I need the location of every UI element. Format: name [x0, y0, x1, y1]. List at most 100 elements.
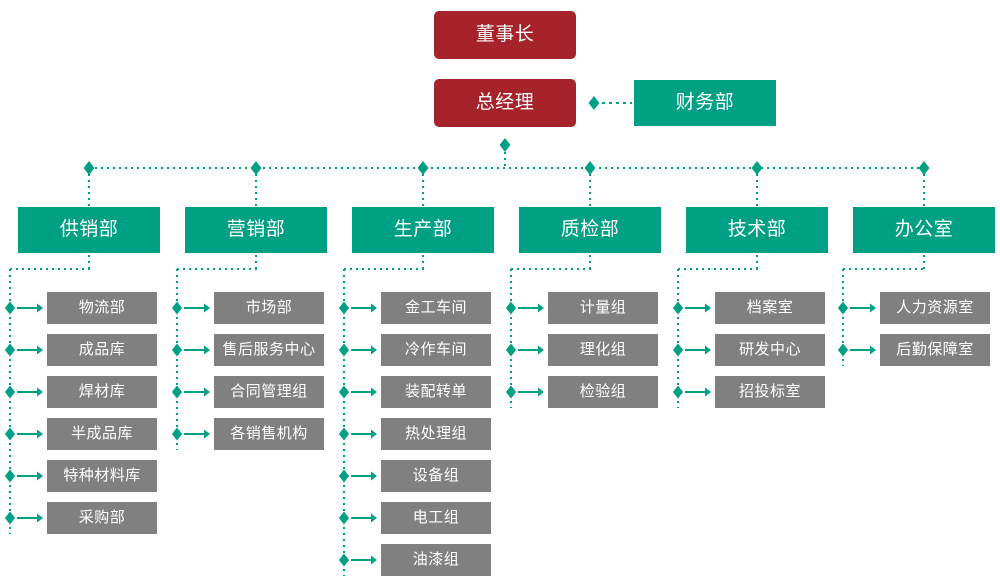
- node-marketing[interactable]: 营销部: [185, 207, 327, 253]
- node-office-label: 办公室: [894, 218, 954, 240]
- node-supply-sales-child-2[interactable]: 焊材库: [47, 376, 157, 408]
- node-production[interactable]: 生产部: [352, 207, 494, 253]
- connector-diamond-marketing-0: [171, 301, 183, 315]
- node-quality-inspection-child-2-label: 检验组: [579, 382, 627, 400]
- connector-diamond-production-0: [338, 301, 350, 315]
- node-supply-sales-child-2-label: 焊材库: [78, 382, 126, 400]
- node-production-child-0-label: 金工车间: [404, 298, 467, 316]
- connector-arrow-quality-inspection-1: [518, 345, 544, 355]
- node-supply-sales-child-1-label: 成品库: [78, 340, 126, 358]
- node-production-child-1[interactable]: 冷作车间: [381, 334, 491, 366]
- connector-arrow-marketing-1: [184, 345, 210, 355]
- node-production-child-2-label: 装配转单: [404, 382, 467, 400]
- connector-diamond-supply-sales-2: [4, 385, 16, 399]
- connector-diamond-production-6: [338, 553, 350, 567]
- node-general-manager[interactable]: 总经理: [434, 79, 576, 127]
- node-supply-sales-child-5[interactable]: 采购部: [47, 502, 157, 534]
- connector-diamond-technology-1: [672, 343, 684, 357]
- node-production-child-1-label: 冷作车间: [404, 340, 467, 358]
- connector-diamond-technology: [751, 161, 763, 175]
- connector-diamond-office-0: [837, 301, 849, 315]
- node-production-child-3-label: 热处理组: [404, 424, 467, 442]
- node-quality-inspection-label: 质检部: [560, 218, 620, 240]
- node-production-child-2[interactable]: 装配转单: [381, 376, 491, 408]
- node-production-child-4-label: 设备组: [412, 466, 460, 484]
- connector-diamond-technology-0: [672, 301, 684, 315]
- connector-arrow-marketing-3: [184, 429, 210, 439]
- node-general-manager-label: 总经理: [475, 91, 535, 113]
- connector-diamond-gm-bus: [499, 138, 511, 152]
- node-supply-sales-child-4[interactable]: 特种材料库: [47, 460, 157, 492]
- connector-diamond-production-5: [338, 511, 350, 525]
- node-supply-sales[interactable]: 供销部: [18, 207, 160, 253]
- connector-arrow-production-4: [351, 471, 377, 481]
- node-technology[interactable]: 技术部: [686, 207, 828, 253]
- node-marketing-label: 营销部: [226, 218, 286, 240]
- node-supply-sales-child-1[interactable]: 成品库: [47, 334, 157, 366]
- node-quality-inspection-child-1-label: 理化组: [579, 340, 627, 358]
- node-technology-child-0[interactable]: 档案室: [715, 292, 825, 324]
- node-chairman[interactable]: 董事长: [434, 11, 576, 59]
- node-technology-child-2[interactable]: 招投标室: [715, 376, 825, 408]
- node-production-child-3[interactable]: 热处理组: [381, 418, 491, 450]
- connector-arrow-marketing-2: [184, 387, 210, 397]
- connector-diamond-production-1: [338, 343, 350, 357]
- node-office-child-0[interactable]: 人力资源室: [880, 292, 990, 324]
- node-office-child-0-label: 人力资源室: [896, 298, 974, 316]
- node-quality-inspection-child-0[interactable]: 计量组: [548, 292, 658, 324]
- connector-arrow-technology-1: [685, 345, 711, 355]
- connector-diamond-production-4: [338, 469, 350, 483]
- node-supply-sales-child-0-label: 物流部: [78, 298, 126, 316]
- connector-diamond-marketing-1: [171, 343, 183, 357]
- node-production-child-6[interactable]: 油漆组: [381, 544, 491, 576]
- node-supply-sales-label: 供销部: [59, 218, 119, 240]
- connector-diamond-quality-inspection-0: [505, 301, 517, 315]
- connector-arrow-supply-sales-0: [17, 303, 43, 313]
- connector-diamond-production-2: [338, 385, 350, 399]
- connector-diamond-supply-sales: [83, 161, 95, 175]
- connector-arrow-production-6: [351, 555, 377, 565]
- connector-arrow-supply-sales-1: [17, 345, 43, 355]
- node-supply-sales-child-0[interactable]: 物流部: [47, 292, 157, 324]
- node-quality-inspection[interactable]: 质检部: [519, 207, 661, 253]
- node-production-label: 生产部: [393, 218, 453, 240]
- node-chairman-label: 董事长: [475, 23, 535, 45]
- connector-diamond-office: [918, 161, 930, 175]
- node-production-child-5-label: 电工组: [412, 508, 460, 526]
- node-office[interactable]: 办公室: [853, 207, 995, 253]
- connector-arrow-supply-sales-4: [17, 471, 43, 481]
- node-supply-sales-child-3[interactable]: 半成品库: [47, 418, 157, 450]
- node-marketing-child-2[interactable]: 合同管理组: [214, 376, 324, 408]
- node-supply-sales-child-5-label: 采购部: [78, 508, 126, 526]
- node-finance[interactable]: 财务部: [634, 80, 776, 126]
- connector-arrow-technology-0: [685, 303, 711, 313]
- node-production-child-6-label: 油漆组: [412, 550, 460, 568]
- node-production-child-4[interactable]: 设备组: [381, 460, 491, 492]
- connector-diamond-supply-sales-0: [4, 301, 16, 315]
- connector-arrow-quality-inspection-0: [518, 303, 544, 313]
- node-quality-inspection-child-0-label: 计量组: [579, 298, 627, 316]
- node-marketing-child-3[interactable]: 各销售机构: [214, 418, 324, 450]
- node-marketing-child-0[interactable]: 市场部: [214, 292, 324, 324]
- node-production-child-5[interactable]: 电工组: [381, 502, 491, 534]
- node-quality-inspection-child-2[interactable]: 检验组: [548, 376, 658, 408]
- connector-diamond-supply-sales-4: [4, 469, 16, 483]
- connector-arrow-office-1: [850, 345, 876, 355]
- connector-diamond-marketing-3: [171, 427, 183, 441]
- node-technology-label: 技术部: [727, 218, 787, 240]
- connector-diamond-marketing-2: [171, 385, 183, 399]
- connector-arrow-quality-inspection-2: [518, 387, 544, 397]
- connector-arrow-marketing-0: [184, 303, 210, 313]
- connector-diamond-supply-sales-1: [4, 343, 16, 357]
- node-supply-sales-child-3-label: 半成品库: [70, 424, 133, 442]
- node-production-child-0[interactable]: 金工车间: [381, 292, 491, 324]
- connector-diamond-gm-finance: [588, 96, 600, 110]
- connector-diamond-quality-inspection-2: [505, 385, 517, 399]
- node-office-child-1[interactable]: 后勤保障室: [880, 334, 990, 366]
- node-technology-child-1[interactable]: 研发中心: [715, 334, 825, 366]
- node-technology-child-0-label: 档案室: [746, 298, 794, 316]
- connector-diamond-technology-2: [672, 385, 684, 399]
- node-marketing-child-1[interactable]: 售后服务中心: [214, 334, 324, 366]
- node-quality-inspection-child-1[interactable]: 理化组: [548, 334, 658, 366]
